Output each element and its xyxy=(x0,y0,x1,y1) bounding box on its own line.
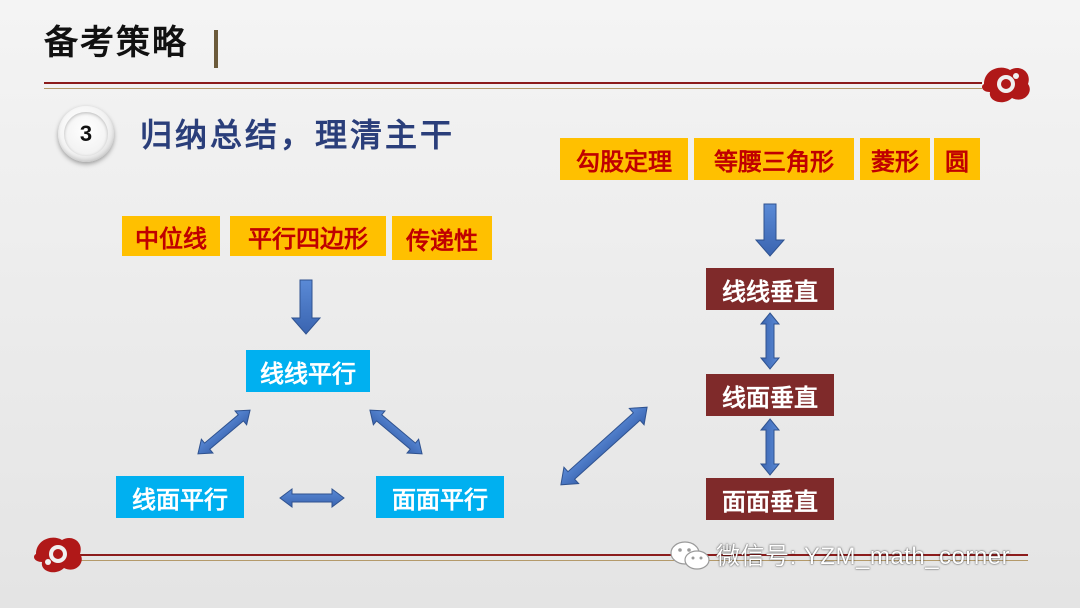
double-arrow-lp-pp-icon xyxy=(280,489,344,507)
down-arrow-left-icon xyxy=(292,280,320,334)
down-arrow-right-icon xyxy=(756,204,784,256)
double-arrow-llp-lpp-icon xyxy=(761,313,779,369)
double-arrow-ll-lp-icon xyxy=(192,403,256,460)
watermark-text: 微信号: YZM_math_corner xyxy=(716,540,1010,574)
wechat-icon xyxy=(668,538,712,574)
double-arrow-ll-pp-icon xyxy=(364,403,428,460)
double-arrow-parallel-perpendicular-icon xyxy=(554,399,655,493)
double-arrow-lpp-ppp-icon xyxy=(761,419,779,475)
